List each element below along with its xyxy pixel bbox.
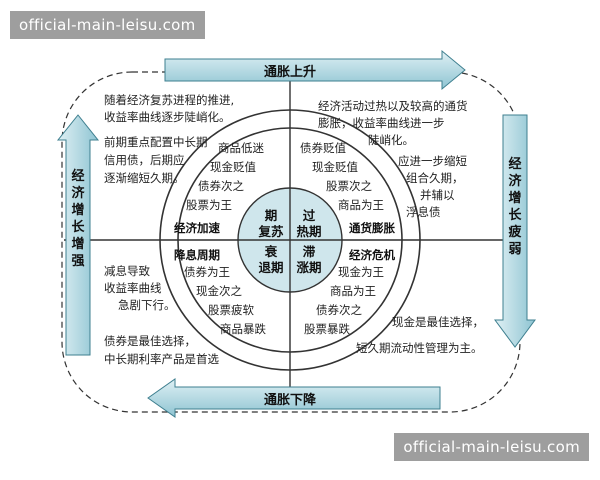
ring-lines-bottom-left-line-2: 现金次之 bbox=[196, 284, 242, 298]
note-bottom-left-2-line-2: 中长期利率产品是首选 bbox=[104, 352, 219, 366]
bottom-banner-label: 通胀下降 bbox=[264, 392, 317, 408]
ring-label-bottom-right: 经济危机 bbox=[349, 248, 395, 262]
ring-label-bottom-left: 降息周期 bbox=[174, 248, 220, 262]
ring-lines-top-left-line-1: 商品低迷 bbox=[218, 141, 264, 155]
left-arrow-up bbox=[56, 114, 100, 356]
ring-lines-bottom-right-line-4: 股票暴跌 bbox=[304, 322, 350, 336]
note-top-left-2-line-3: 逐渐缩短久期。 bbox=[104, 171, 185, 185]
ring-lines-bottom-right-line-1: 现金为王 bbox=[338, 265, 384, 279]
bottom-arrow-left bbox=[147, 378, 441, 418]
note-top-left-1-line-1: 随着经济复苏进程的推进, bbox=[104, 93, 234, 107]
note-top-left-2-line-1: 前期重点配置中长期 bbox=[104, 135, 208, 149]
ring-lines-top-right-line-1: 债券贬值 bbox=[300, 141, 346, 155]
note-top-right-2-line-4: 浮息债 bbox=[406, 205, 441, 219]
center-top-right: 过热期 bbox=[296, 208, 321, 239]
ring-lines-bottom-left-line-4: 商品暴跌 bbox=[220, 322, 266, 336]
center-bottom-right: 滞涨期 bbox=[296, 244, 321, 275]
center-bottom-left: 衰退期 bbox=[258, 244, 283, 275]
left-banner-label: 经济增长增强 bbox=[71, 168, 85, 269]
watermark-bottom: official-main-leisu.com bbox=[394, 433, 589, 461]
watermark-top: official-main-leisu.com bbox=[10, 11, 205, 39]
note-bottom-right-1-line-1: 现金是最佳选择， bbox=[392, 315, 484, 329]
note-bottom-left-1-line-3: 急剧下行。 bbox=[118, 298, 176, 312]
center-top-left: 期复苏 bbox=[257, 208, 284, 239]
ring-label-top-right: 通货膨胀 bbox=[349, 221, 395, 235]
ring-label-top-left: 经济加速 bbox=[174, 221, 220, 235]
note-top-left-1-line-2: 收益率曲线逐步陡峭化。 bbox=[104, 110, 231, 124]
note-bottom-right-1: 现金是最佳选择， 短久期流动性管理为主。 bbox=[356, 315, 484, 355]
ring-lines-bottom-right-line-3: 债券次之 bbox=[316, 303, 362, 317]
note-top-left-1: 随着经济复苏进程的推进, 收益率曲线逐步陡峭化。 bbox=[104, 93, 234, 124]
ring-lines-top-left-line-3: 债券次之 bbox=[198, 179, 244, 193]
ring-lines-bottom-left-line-1: 债券为王 bbox=[184, 265, 230, 279]
note-bottom-left-2: 债券是最佳选择， 中长期利率产品是首选 bbox=[104, 334, 219, 366]
top-arrow-right bbox=[164, 49, 466, 91]
right-banner-label: 经济增长疲弱 bbox=[508, 156, 522, 257]
note-bottom-left-1-line-1: 减息导致 bbox=[104, 264, 150, 278]
outer-dashed-border bbox=[61, 71, 521, 413]
ring-lines-top-left-line-4: 股票为王 bbox=[186, 198, 232, 212]
note-bottom-left-2-line-1: 债券是最佳选择， bbox=[104, 334, 196, 348]
note-top-right-2-line-1: 应进一步缩短 bbox=[398, 154, 467, 168]
right-arrow-down bbox=[494, 114, 536, 348]
note-top-right-2-line-2: 组合久期， bbox=[406, 171, 464, 185]
ring-lines-top-right-line-3: 股票次之 bbox=[326, 179, 372, 193]
note-top-right-1-line-3: 陡峭化。 bbox=[368, 133, 414, 147]
note-top-right-1-line-2: 膨胀，收益率曲线进一步 bbox=[318, 116, 445, 130]
note-top-left-2-line-2: 信用债，后期应 bbox=[104, 153, 185, 167]
note-top-right-1-line-1: 经济活动过热以及较高的通货 bbox=[318, 99, 468, 113]
ring-lines-top-right-line-2: 现金贬值 bbox=[312, 160, 358, 174]
ring-lines-bottom-left-line-3: 股票疲软 bbox=[208, 303, 254, 317]
ring-lines-top-left-line-2: 现金贬值 bbox=[210, 160, 256, 174]
note-bottom-right-1-line-2: 短久期流动性管理为主。 bbox=[356, 341, 483, 355]
note-bottom-left-1-line-2: 收益率曲线 bbox=[104, 281, 162, 295]
ring-lines-bottom-right-line-2: 商品为王 bbox=[330, 284, 376, 298]
note-top-right-2-line-3: 并辅以 bbox=[420, 188, 455, 202]
ring-lines-top-right-line-4: 商品为王 bbox=[338, 198, 384, 212]
top-banner-label: 通胀上升 bbox=[264, 64, 316, 80]
